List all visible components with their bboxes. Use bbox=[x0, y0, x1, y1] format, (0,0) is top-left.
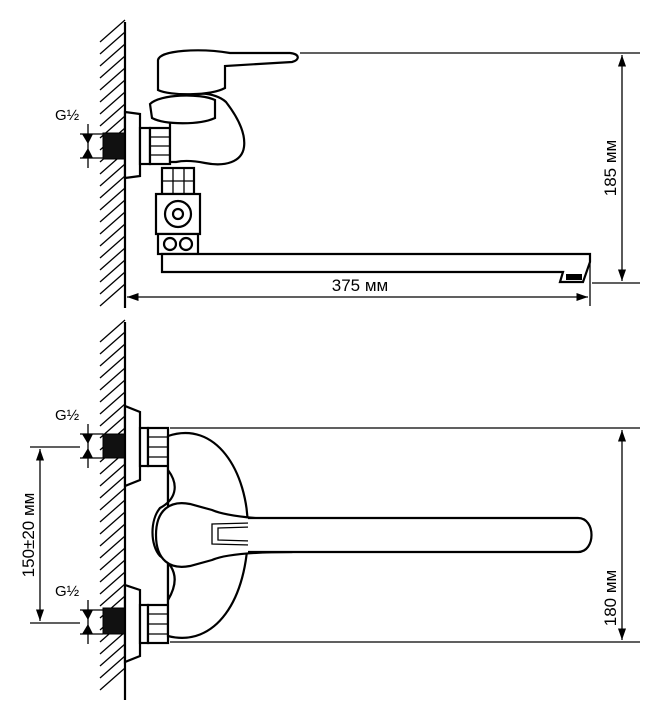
wall-hatch-line bbox=[99, 163, 126, 187]
wall-hatch-line bbox=[99, 391, 126, 415]
faucet-body-side bbox=[148, 49, 299, 166]
wall-hatch-line bbox=[99, 487, 126, 511]
wall-hatch-line bbox=[99, 475, 126, 499]
thread-label-side: G½ bbox=[55, 107, 80, 124]
dimension-height-label: 185 мм bbox=[601, 140, 620, 196]
wall-hatch-line bbox=[99, 499, 126, 523]
wall-hatch-line bbox=[99, 463, 126, 487]
wall-hatch-line bbox=[99, 103, 126, 127]
spout-side bbox=[160, 252, 592, 284]
wall-hatch-line bbox=[99, 259, 126, 283]
wall-hatch-line bbox=[99, 523, 126, 547]
wall-hatch-line bbox=[99, 343, 126, 367]
top-view: G½ G½ 180 мм 150 bbox=[19, 319, 640, 700]
wall-hatch-line bbox=[99, 403, 126, 427]
wall-hatch-line bbox=[99, 631, 126, 655]
wall-hatch-line bbox=[99, 571, 126, 595]
eccentric-fitting bbox=[102, 110, 172, 180]
wall-hatch-line bbox=[99, 55, 126, 79]
spout-top bbox=[248, 516, 593, 554]
wall-hatch-line bbox=[99, 355, 126, 379]
wall-hatch-line bbox=[99, 247, 126, 271]
wall-hatch-line bbox=[99, 655, 126, 679]
dimension-spacing-label: 150±20 мм bbox=[19, 493, 38, 578]
wall-top-view bbox=[99, 319, 127, 700]
wall-hatch-line bbox=[99, 643, 126, 667]
wall-hatch-line bbox=[99, 91, 126, 115]
thread-label-upper: G½ bbox=[55, 407, 80, 424]
eccentric-lower bbox=[102, 583, 170, 664]
wall-hatch-line bbox=[99, 367, 126, 391]
wall-hatch-line bbox=[99, 283, 126, 307]
wall-hatch-line bbox=[99, 319, 126, 343]
thread-label-lower: G½ bbox=[55, 583, 80, 600]
wall-side-view bbox=[99, 19, 127, 308]
diverter-assembly bbox=[154, 166, 202, 256]
thread-marker-upper bbox=[80, 424, 103, 468]
thread-marker-lower bbox=[80, 600, 103, 644]
wall-hatch-line bbox=[99, 31, 126, 55]
wall-hatch-line bbox=[99, 199, 126, 223]
wall-hatch-line bbox=[99, 43, 126, 67]
wall-hatch-line bbox=[99, 175, 126, 199]
wall-hatch-line bbox=[99, 187, 126, 211]
side-view: G½ 185 мм bbox=[55, 19, 640, 308]
wall-hatch-line bbox=[99, 67, 126, 91]
dimension-length-label: 375 мм bbox=[332, 276, 388, 295]
eccentric-upper bbox=[102, 404, 170, 488]
wall-hatch-line bbox=[99, 19, 126, 43]
wall-hatch-line bbox=[99, 235, 126, 259]
wall-hatch-line bbox=[99, 559, 126, 583]
wall-hatch-line bbox=[99, 511, 126, 535]
wall-hatch-line bbox=[99, 79, 126, 103]
wall-hatch-line bbox=[99, 583, 126, 607]
wall-hatch-line bbox=[99, 667, 126, 691]
wall-hatch-line bbox=[99, 535, 126, 559]
wall-hatch-line bbox=[99, 547, 126, 571]
wall-hatch-line bbox=[99, 379, 126, 403]
dimension-depth-label: 180 мм bbox=[601, 570, 620, 626]
wall-hatch-line bbox=[99, 271, 126, 295]
thread-marker-side bbox=[80, 124, 103, 168]
wall-hatch-line bbox=[99, 211, 126, 235]
wall-hatch-line bbox=[99, 331, 126, 355]
wall-hatch-line bbox=[99, 223, 126, 247]
